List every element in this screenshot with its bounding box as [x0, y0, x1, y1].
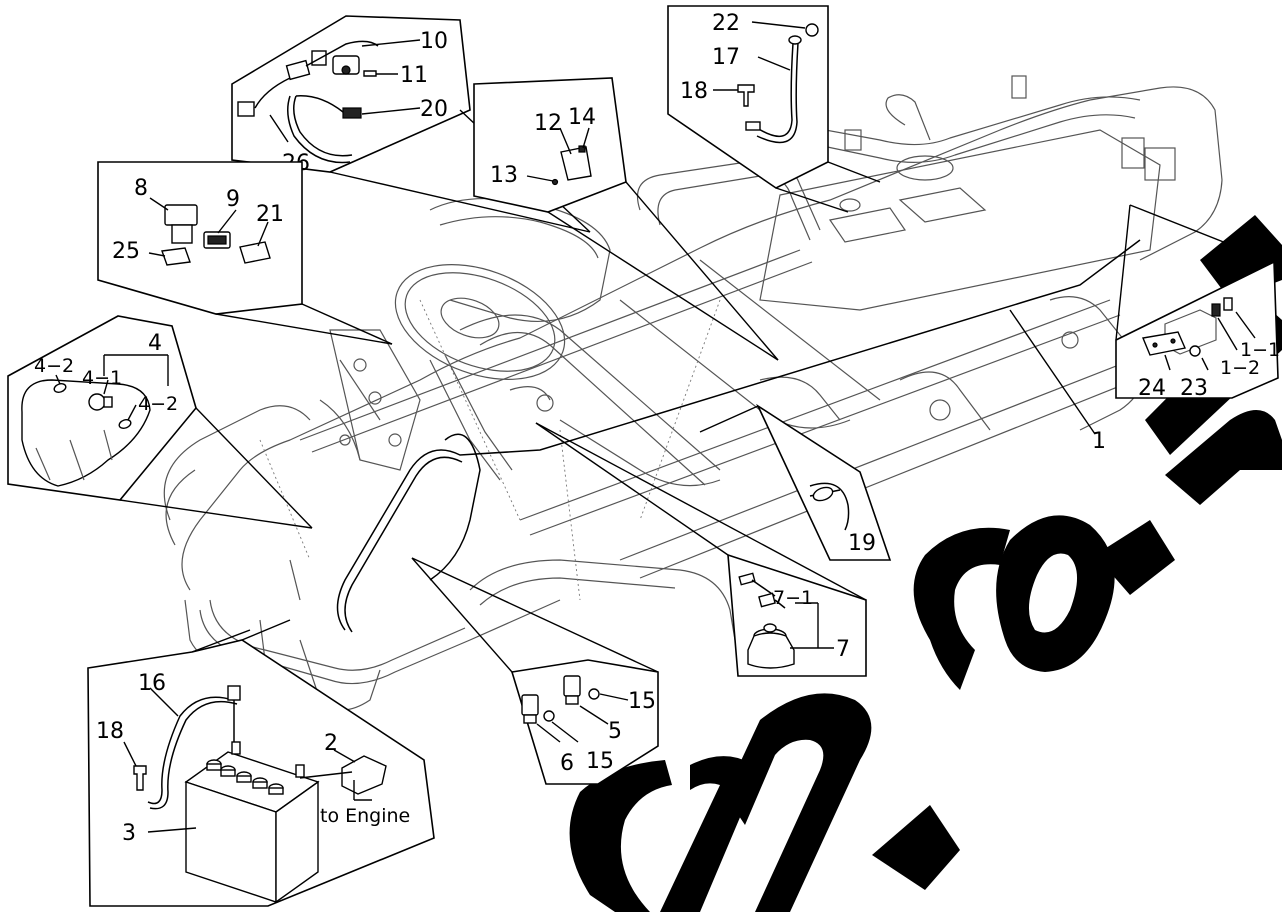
label-25: 25: [112, 239, 140, 264]
callout-harness-sub: 10 11 20 26: [231, 15, 591, 233]
callout-keyswitch: 7−1 7: [535, 422, 867, 677]
to-engine-note: to Engine: [320, 805, 410, 827]
label-16: 16: [138, 671, 166, 696]
label-11: 11: [400, 63, 428, 88]
label-8: 8: [134, 176, 148, 201]
label-1-2: 1−2: [1220, 357, 1260, 379]
label-9: 9: [226, 187, 240, 212]
callout-switch-bracket: 12 14 13: [473, 77, 779, 361]
label-10: 10: [420, 29, 448, 54]
label-12: 12: [534, 111, 562, 136]
label-21: 21: [256, 202, 284, 227]
label-19: 19: [848, 531, 876, 556]
label-24: 24: [1138, 376, 1166, 401]
label-18-battery: 18: [96, 719, 124, 744]
label-13: 13: [490, 163, 518, 188]
label-2: 2: [324, 731, 338, 756]
label-4-2-left: 4−2: [34, 355, 74, 377]
callout-19: 19: [699, 403, 892, 561]
callout-relays: 15 5 6 15: [411, 557, 659, 785]
label-5: 5: [608, 719, 622, 744]
callout-headlight: 4 4−2 4−1 4−2: [7, 315, 313, 529]
label-7: 7: [836, 637, 850, 662]
label-1-1: 1−1: [1240, 339, 1280, 361]
callout-battery: 16 18 2 3 to Engine: [87, 619, 435, 907]
callout-ground-cable: 22 17 18: [667, 5, 881, 213]
label-15-top: 15: [628, 689, 656, 714]
label-20: 20: [420, 97, 448, 122]
label-1: 1: [1092, 429, 1106, 454]
label-22: 22: [712, 11, 740, 36]
label-17: 17: [712, 45, 740, 70]
label-7-1: 7−1: [773, 587, 813, 609]
callout-fuse: 1−1 1−2 24 23: [1115, 204, 1280, 401]
label-14: 14: [568, 105, 596, 130]
label-4: 4: [148, 331, 162, 356]
label-4-2-right: 4−2: [138, 393, 178, 415]
callout-main-harness: 1: [1009, 309, 1106, 454]
label-6: 6: [560, 751, 574, 776]
label-18-top: 18: [680, 79, 708, 104]
callout-dash-switches: 8 9 21 25: [97, 161, 393, 345]
label-4-1: 4−1: [82, 367, 122, 389]
label-23: 23: [1180, 376, 1208, 401]
label-15-bottom: 15: [586, 749, 614, 774]
label-3: 3: [122, 821, 136, 846]
